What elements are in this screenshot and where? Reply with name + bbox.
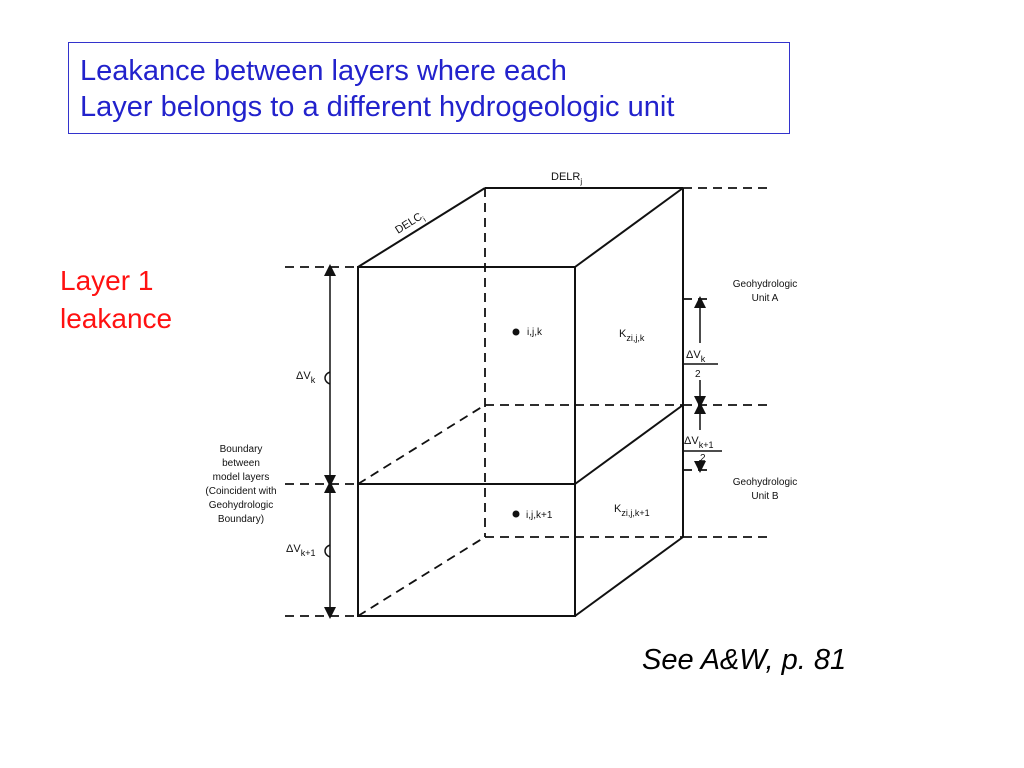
front-face [357, 266, 576, 617]
boundary-note-line: Geohydrologic [209, 500, 273, 511]
boundary-right-edge [574, 404, 684, 485]
k-upper-label: Kzi,j,k [619, 328, 645, 343]
title-box: Leakance between layers where each Layer… [68, 42, 790, 134]
top-right-edge [574, 187, 684, 268]
side-note-line-2: leakance [60, 303, 173, 334]
boundary-note-line: Boundary [220, 444, 263, 455]
node-upper-dot [512, 328, 520, 336]
top-left-edge [357, 187, 486, 268]
boundary-note-line: model layers [213, 472, 270, 483]
title-line-2: Layer belongs to a different hydrogeolog… [80, 91, 675, 123]
boundary-note-line: Boundary) [218, 514, 264, 525]
unit-b-line-2: Unit B [751, 491, 779, 502]
half-upper-numerator: ΔVk [686, 349, 706, 364]
unit-a-line-2: Unit A [752, 293, 779, 304]
side-note-line-1: Layer 1 [60, 265, 154, 296]
dv-upper-label: ΔVk [296, 370, 316, 385]
boundary-note-line: (Coincident with [205, 486, 276, 497]
left-dimensions [324, 264, 336, 619]
dv-lower-label: ΔVk+1 [286, 543, 315, 558]
half-upper-denominator: 2 [695, 369, 701, 380]
boundary-note-line: between [222, 458, 260, 469]
layer-leakance-note: Layer 1 leakance [60, 262, 172, 338]
unit-a-line-1: Geohydrologic [733, 279, 797, 290]
k-lower-label: Kzi,j,k+1 [614, 503, 650, 518]
boundary-note: Boundary between model layers (Coinciden… [205, 444, 276, 525]
right-dimensions [684, 296, 722, 473]
citation: See A&W, p. 81 [642, 644, 847, 676]
delr-label: DELRj [551, 171, 582, 186]
half-lower-denominator: 2 [700, 453, 706, 464]
node-upper-label: i,j,k [527, 327, 543, 338]
title-line-1: Leakance between layers where each [80, 55, 567, 87]
unit-b-line-1: Geohydrologic [733, 477, 797, 488]
half-lower-numerator: ΔVk+1 [684, 435, 713, 450]
node-lower-label: i,j,k+1 [526, 510, 553, 521]
cell-box [357, 187, 684, 617]
node-lower-dot [512, 510, 520, 518]
hidden-edges [285, 187, 772, 617]
bottom-right-edge [574, 536, 684, 617]
